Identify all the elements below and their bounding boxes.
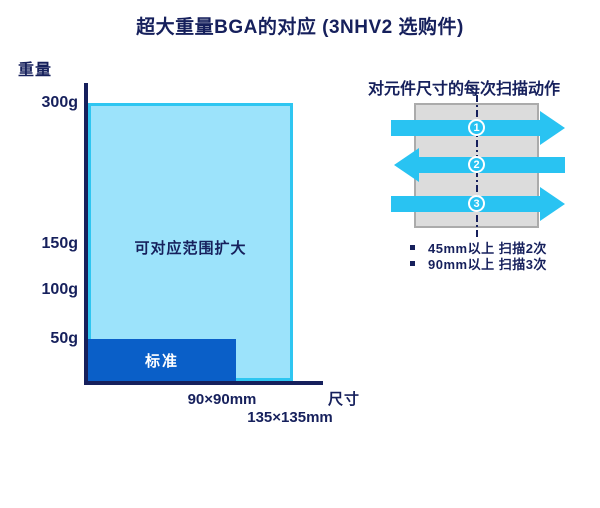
scan-arrow-3-right [391, 196, 540, 212]
expanded-range-area [88, 103, 293, 381]
y-axis-line [84, 83, 88, 385]
bullet-square-icon [410, 244, 415, 250]
y-tick-100g: 100g [41, 281, 78, 298]
y-tick-50g: 50g [50, 330, 78, 347]
list-item: 90mm以上 扫描3次 [406, 255, 547, 272]
scan-note-45mm: 45mm以上 扫描2次 [428, 240, 547, 256]
scan-step-2-badge: 2 [468, 156, 485, 173]
list-item: 45mm以上 扫描2次 [406, 239, 547, 256]
x-axis-label: 尺寸 [328, 391, 361, 408]
standard-range-label: 标准 [144, 352, 179, 370]
x-tick-135mm: 135×135mm [247, 409, 333, 426]
scan-arrow-1-right [391, 120, 540, 136]
expanded-range-label: 可对应范围扩大 [134, 240, 247, 257]
scan-step-1-badge: 1 [468, 119, 485, 136]
y-axis-label: 重量 [18, 62, 53, 79]
bullet-square-icon [410, 260, 415, 266]
page-title: 超大重量BGA的对应 (3NHV2 选购件) [136, 17, 464, 38]
y-tick-150g: 150g [41, 235, 78, 252]
scan-notes-list: 45mm以上 扫描2次 90mm以上 扫描3次 [406, 239, 547, 272]
scan-panel-title: 对元件尺寸的每次扫描动作 [367, 81, 560, 98]
scan-note-90mm: 90mm以上 扫描3次 [428, 256, 547, 272]
x-tick-90mm: 90×90mm [187, 391, 257, 408]
scan-step-1-number: 1 [473, 121, 480, 134]
scan-step-3-badge: 3 [468, 195, 485, 212]
scan-arrow-1-head-icon [540, 111, 565, 145]
scan-step-2-number: 2 [473, 158, 480, 171]
y-tick-300g: 300g [41, 94, 78, 111]
scan-arrow-3-head-icon [540, 187, 565, 221]
scan-arrow-2-left [419, 157, 565, 173]
standard-range-area: 标准 [88, 339, 236, 381]
scan-arrow-2-head-icon [394, 148, 419, 182]
x-axis-line [84, 381, 323, 385]
scan-step-3-number: 3 [473, 197, 480, 210]
